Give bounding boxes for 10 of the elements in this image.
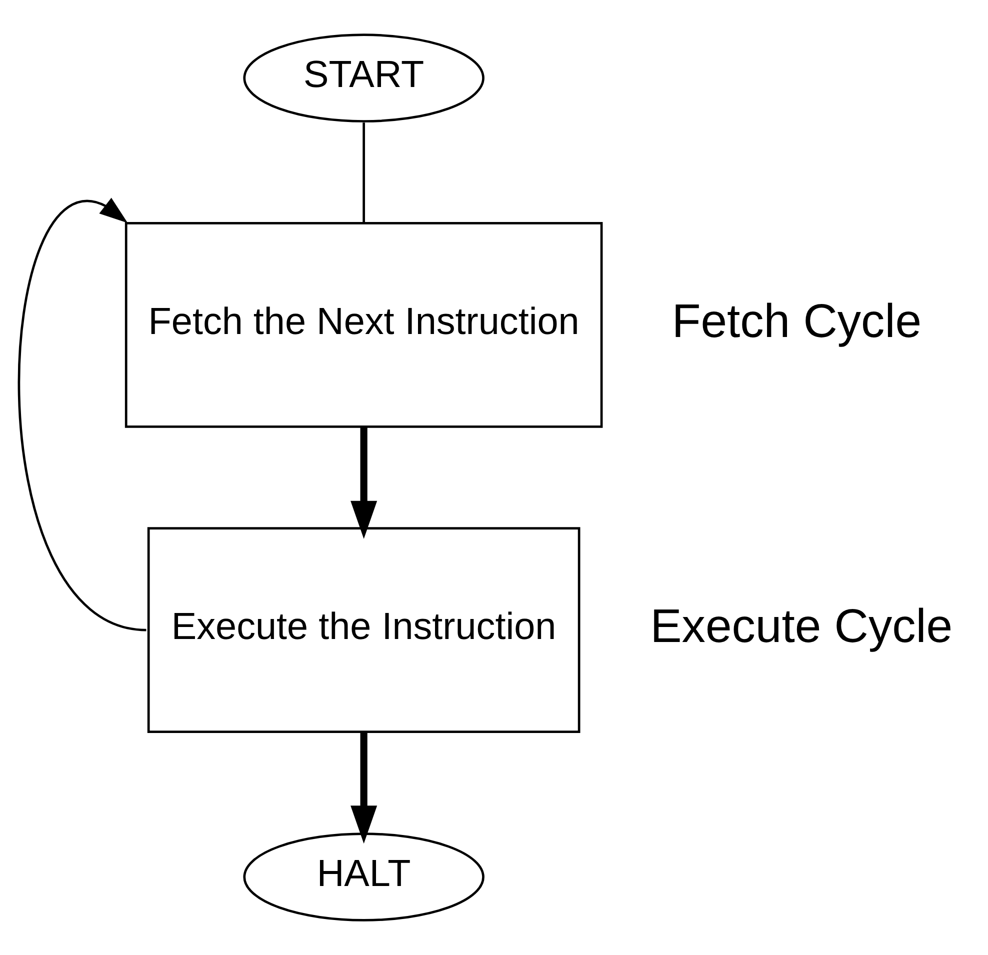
node-label: Execute Cycle: [650, 600, 952, 653]
arrow: [350, 732, 377, 844]
arrow: [350, 427, 377, 539]
node-label: Fetch Cycle: [671, 294, 922, 348]
node-ellipse: START: [242, 34, 484, 122]
node-box: Execute the Instruction: [146, 527, 580, 733]
node-ellipse: HALT: [242, 832, 484, 922]
node-box: Fetch the Next Instruction: [124, 222, 602, 428]
arrow: [18, 198, 146, 632]
connector: [362, 122, 364, 223]
